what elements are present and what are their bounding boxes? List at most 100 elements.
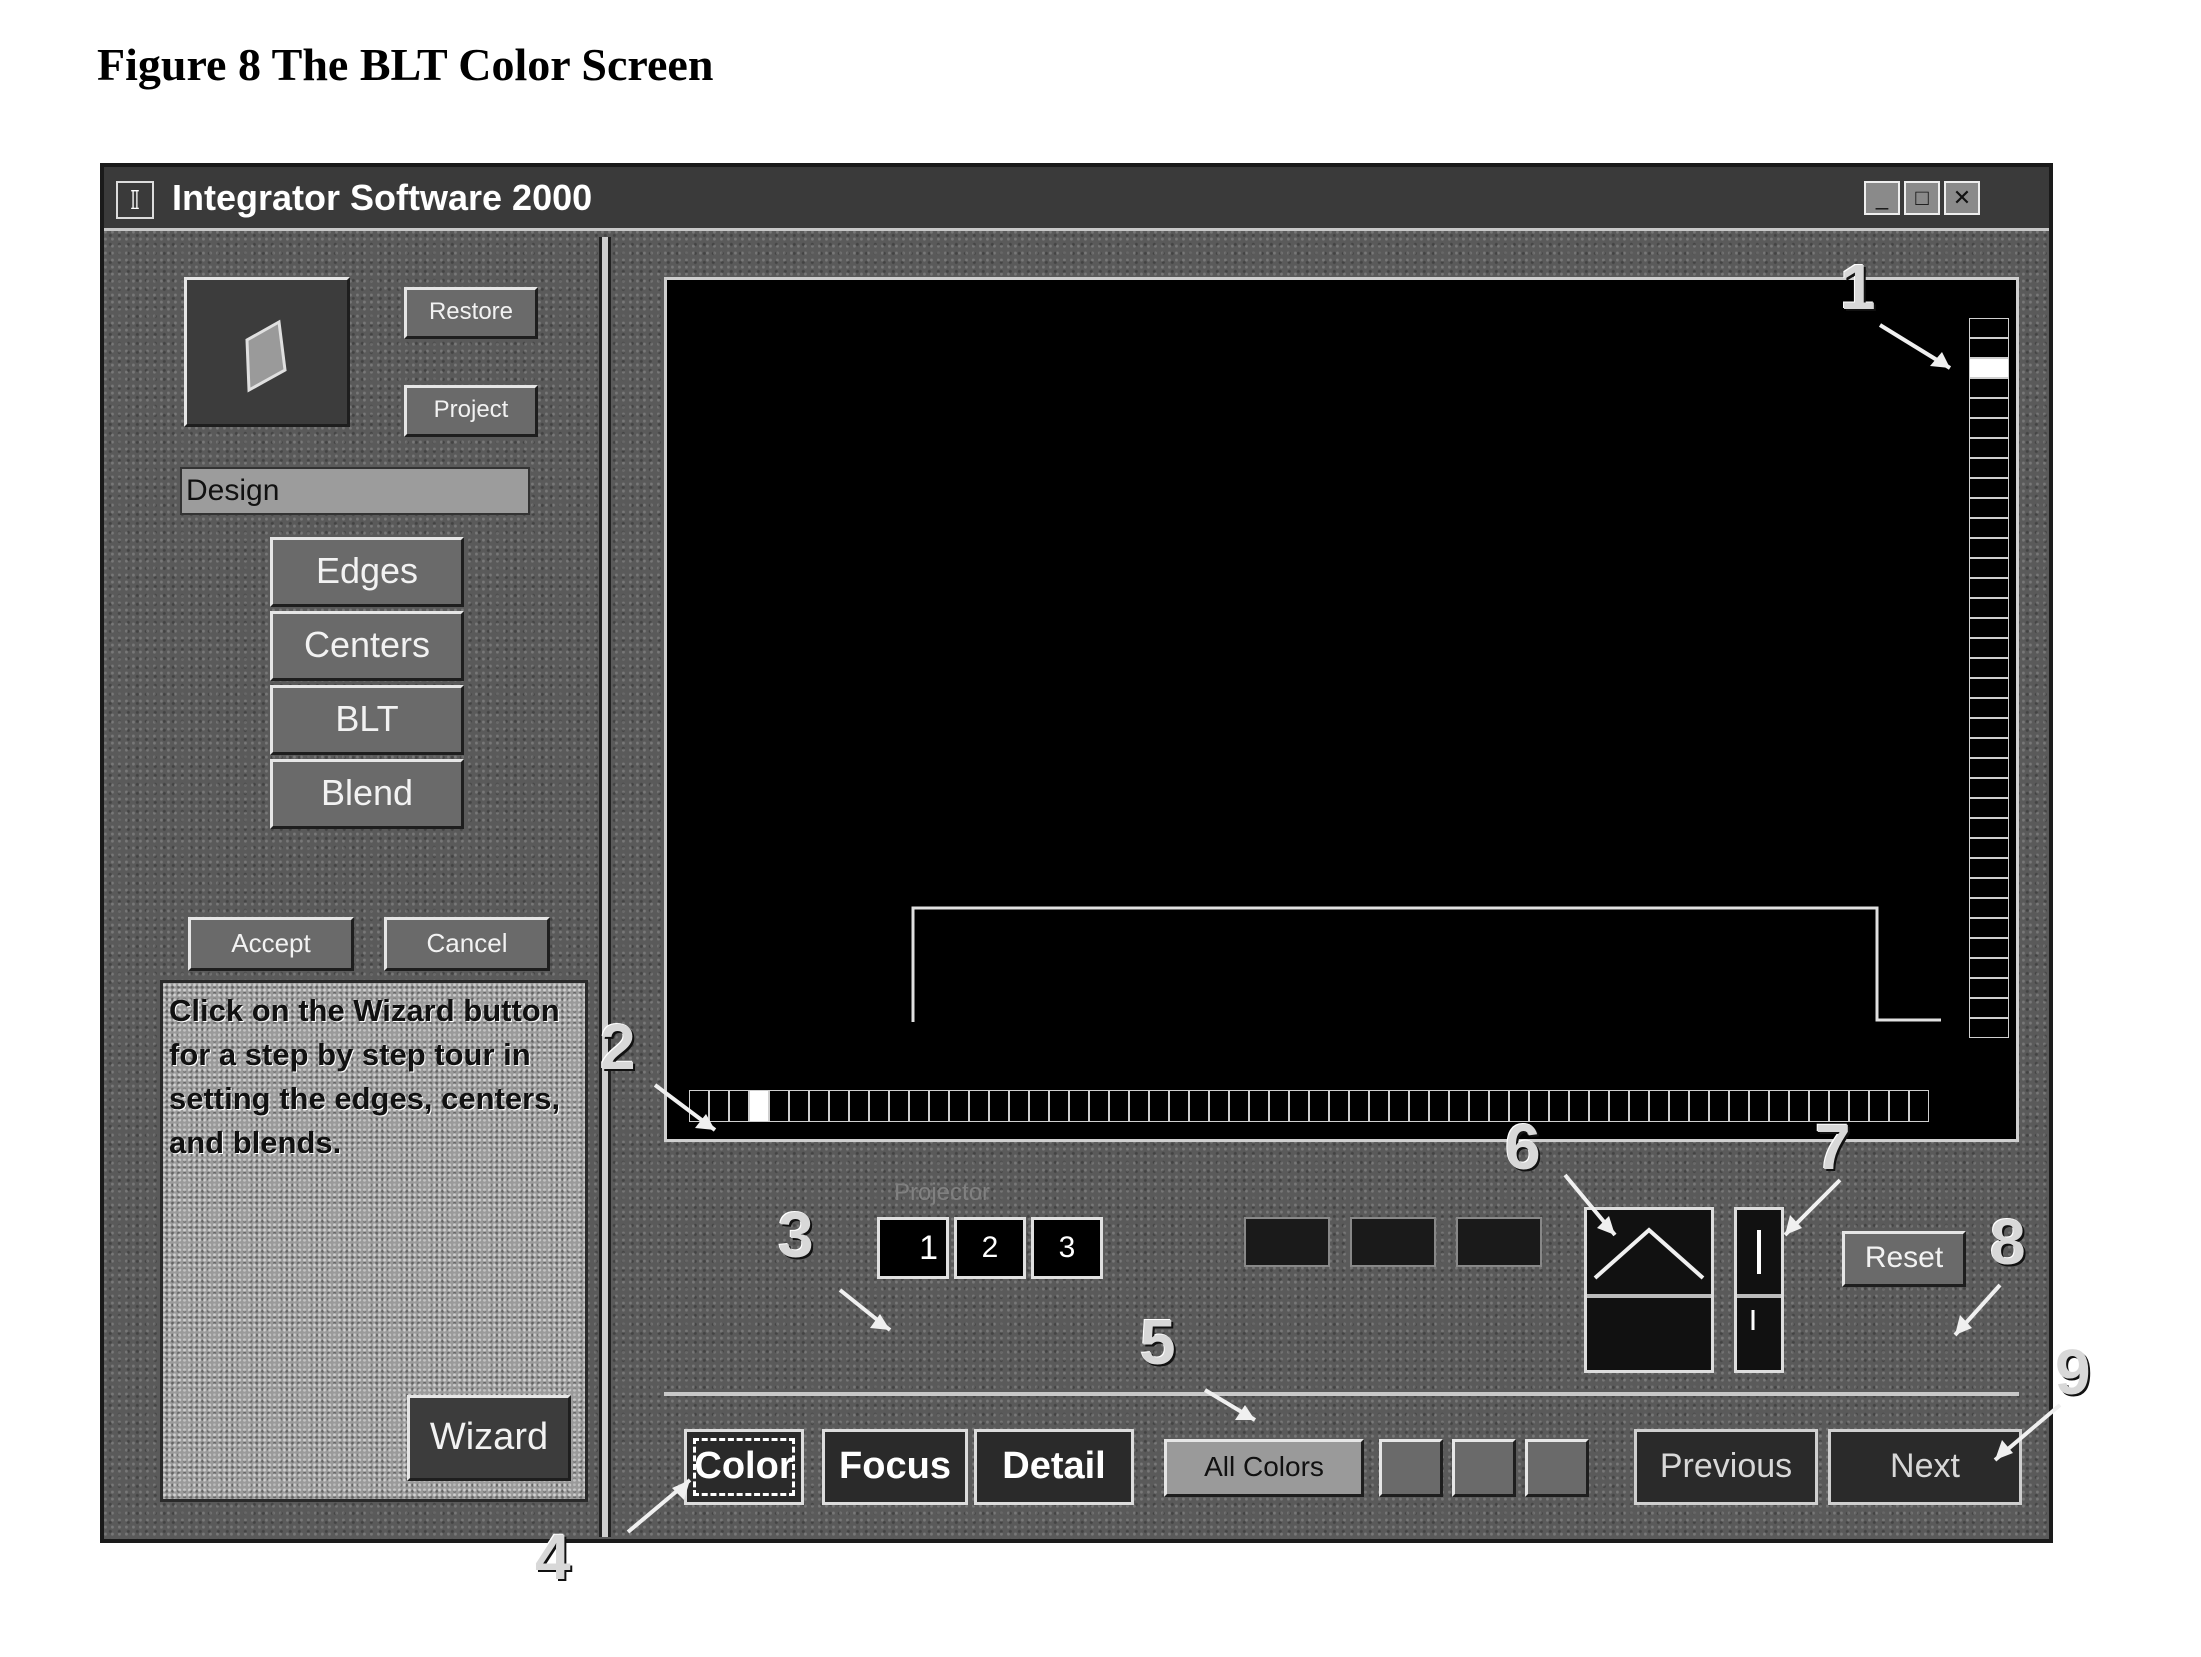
curve-preview-panel[interactable] [1584,1207,1714,1373]
horizontal-slider-tick [1029,1090,1049,1122]
horizontal-slider-tick [1069,1090,1089,1122]
option-button-b[interactable] [1350,1217,1436,1267]
horizontal-slider-tick [809,1090,829,1122]
vertical-slider-tick [1969,738,2009,758]
option-button-a[interactable] [1244,1217,1330,1267]
horizontal-slider-tick [1109,1090,1129,1122]
callout-9: 9 [2055,1335,2091,1409]
callout-3: 3 [778,1198,814,1272]
vertical-slider-tick [1969,378,2009,398]
vertical-slider-tick [1969,718,2009,738]
horizontal-slider-tick [1709,1090,1729,1122]
vertical-slider-thumb[interactable] [1969,358,2009,378]
horizontal-slider-tick [889,1090,909,1122]
reset-button[interactable]: Reset [1842,1231,1966,1287]
project-button[interactable]: Project [404,385,538,437]
sidebar-divider[interactable] [599,237,611,1537]
color-red-button[interactable] [1379,1439,1443,1497]
vertical-slider-tick [1969,398,2009,418]
horizontal-slider-tick [789,1090,809,1122]
blend-button[interactable]: Blend [270,759,464,829]
horizontal-slider-tick [1609,1090,1629,1122]
vertical-slider-tick [1969,518,2009,538]
level-slider[interactable] [1734,1207,1784,1373]
maximize-icon[interactable]: □ [1904,181,1940,215]
cancel-button[interactable]: Cancel [384,917,550,971]
tab-focus[interactable]: Focus [822,1429,968,1505]
horizontal-slider-tick [1729,1090,1749,1122]
projector-3-button[interactable]: 3 [1031,1217,1103,1279]
horizontal-slider-tick [689,1090,709,1122]
vertical-slider-tick [1969,318,2009,338]
tab-detail[interactable]: Detail [974,1429,1134,1505]
vertical-slider-track[interactable] [1969,318,2009,1038]
vertical-slider-tick [1969,858,2009,878]
vertical-slider-tick [1969,558,2009,578]
horizontal-slider-tick [1149,1090,1169,1122]
figure-caption: Figure 8 The BLT Color Screen [97,38,713,91]
horizontal-slider-tick [1469,1090,1489,1122]
horizontal-slider-tick [1589,1090,1609,1122]
horizontal-slider-track[interactable] [689,1090,1929,1122]
previous-button[interactable]: Previous [1634,1429,1818,1505]
centers-button[interactable]: Centers [270,611,464,681]
horizontal-slider-tick [1049,1090,1069,1122]
projector-1-button[interactable]: 1 [877,1217,949,1279]
vertical-slider-tick [1969,978,2009,998]
horizontal-slider-tick [1369,1090,1389,1122]
tab-color[interactable]: Color [684,1429,804,1505]
projector-image-button[interactable] [184,277,350,427]
all-colors-button[interactable]: All Colors [1164,1439,1364,1497]
vertical-slider-tick [1969,698,2009,718]
horizontal-slider-tick [729,1090,749,1122]
projector-2-button[interactable]: 2 [954,1217,1026,1279]
next-button[interactable]: Next [1828,1429,2022,1505]
horizontal-slider-tick [1289,1090,1309,1122]
horizontal-slider-tick [1229,1090,1249,1122]
horizontal-slider-tick [1189,1090,1209,1122]
horizontal-slider-tick [969,1090,989,1122]
horizontal-slider-tick [1249,1090,1269,1122]
vertical-slider-tick [1969,438,2009,458]
design-select[interactable]: Design [180,467,530,515]
horizontal-slider-tick [1769,1090,1789,1122]
vertical-slider-tick [1969,878,2009,898]
vertical-slider-tick [1969,578,2009,598]
horizontal-slider-tick [909,1090,929,1122]
horizontal-slider-tick [1629,1090,1649,1122]
callout-2: 2 [600,1010,636,1084]
horizontal-slider-tick [869,1090,889,1122]
wizard-button[interactable]: Wizard [407,1395,571,1481]
vertical-slider-tick [1969,918,2009,938]
blt-button[interactable]: BLT [270,685,464,755]
projection-display[interactable] [664,277,2019,1142]
horizontal-slider-tick [1169,1090,1189,1122]
horizontal-slider-thumb[interactable] [749,1090,769,1122]
horizontal-slider-tick [929,1090,949,1122]
horizontal-slider-tick [1129,1090,1149,1122]
horizontal-slider-tick [1869,1090,1889,1122]
curve-peak-icon [1587,1210,1711,1370]
horizontal-slider-tick [1269,1090,1289,1122]
horizontal-slider-tick [829,1090,849,1122]
restore-button[interactable]: Restore [404,287,538,339]
close-icon[interactable]: ✕ [1944,181,1980,215]
horizontal-slider-tick [1349,1090,1369,1122]
minimize-icon[interactable]: _ [1864,181,1900,215]
horizontal-slider-tick [709,1090,729,1122]
horizontal-slider-tick [949,1090,969,1122]
title-bar[interactable]: 𝕀 Integrator Software 2000 _ □ ✕ [104,167,2049,231]
blend-region-outline [667,280,2016,1139]
horizontal-slider-tick [1009,1090,1029,1122]
color-blue-button[interactable] [1525,1439,1589,1497]
vertical-slider-tick [1969,678,2009,698]
accept-button[interactable]: Accept [188,917,354,971]
color-green-button[interactable] [1452,1439,1516,1497]
horizontal-slider-tick [1449,1090,1469,1122]
horizontal-slider-tick [1569,1090,1589,1122]
option-button-c[interactable] [1456,1217,1542,1267]
slider-handle-icon [1737,1210,1781,1370]
horizontal-slider-tick [1849,1090,1869,1122]
edges-button[interactable]: Edges [270,537,464,607]
vertical-slider-tick [1969,798,2009,818]
